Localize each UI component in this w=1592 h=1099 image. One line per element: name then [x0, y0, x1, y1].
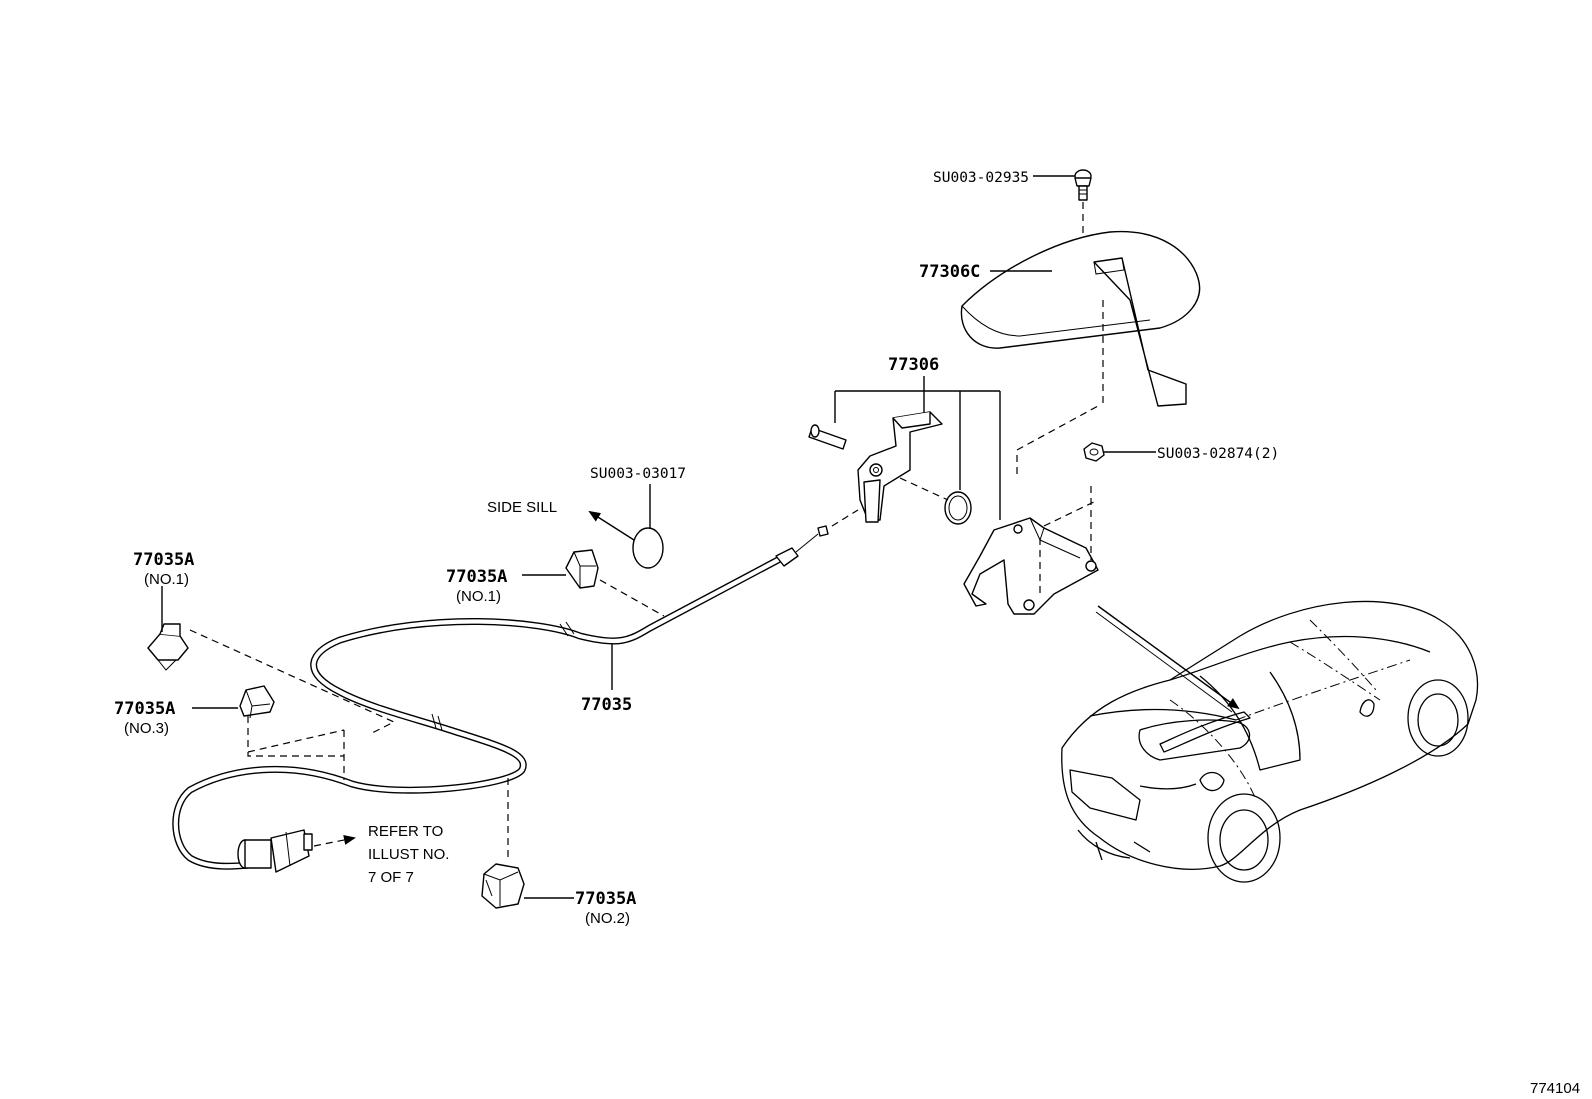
label-lever-assy: 77306	[888, 355, 939, 375]
cable-end-fitting[interactable]	[775, 525, 829, 567]
clamp-no2[interactable]	[481, 863, 525, 909]
label-refer-3: 7 OF 7	[368, 869, 414, 886]
label-clamp-no1-left: 77035A	[133, 550, 194, 570]
bolt-icon[interactable]	[1074, 169, 1092, 201]
label-clamp-no3-sub: (NO.3)	[124, 720, 169, 737]
label-grommet: SU003-03017	[590, 466, 686, 482]
label-clamp-no3: 77035A	[114, 699, 175, 719]
label-clamp-no1-mid: 77035A	[446, 567, 507, 587]
lever-part[interactable]	[857, 411, 943, 523]
pin-icon[interactable]	[808, 424, 847, 450]
label-refer-1: REFER TO	[368, 823, 443, 840]
label-cable: 77035	[581, 695, 632, 715]
label-nut: SU003-02874(2)	[1157, 446, 1279, 462]
label-clamp-no1-left-sub: (NO.1)	[144, 571, 189, 588]
clamp-no3[interactable]	[239, 685, 275, 719]
clamp-no1-mid[interactable]	[565, 549, 599, 589]
car-illustration	[1061, 600, 1479, 883]
label-clamp-no1-mid-sub: (NO.1)	[456, 588, 501, 605]
spring-clip-icon[interactable]	[944, 491, 972, 525]
label-clamp-no2: 77035A	[575, 889, 636, 909]
clamp-no1-left[interactable]	[147, 623, 189, 671]
label-cover: 77306C	[919, 262, 980, 282]
label-bolt: SU003-02935	[933, 170, 1029, 186]
label-refer-2: ILLUST NO.	[368, 846, 449, 863]
release-cable[interactable]	[172, 556, 782, 870]
cover-part[interactable]	[960, 230, 1201, 407]
nut-icon[interactable]	[1083, 442, 1105, 462]
label-side-sill: SIDE SILL	[487, 499, 557, 516]
grommet-icon[interactable]	[632, 527, 664, 569]
bracket-part[interactable]	[963, 517, 1099, 615]
illustration-number: 774104	[1530, 1080, 1580, 1097]
label-clamp-no2-sub: (NO.2)	[585, 910, 630, 927]
cable-connector[interactable]	[237, 829, 313, 873]
